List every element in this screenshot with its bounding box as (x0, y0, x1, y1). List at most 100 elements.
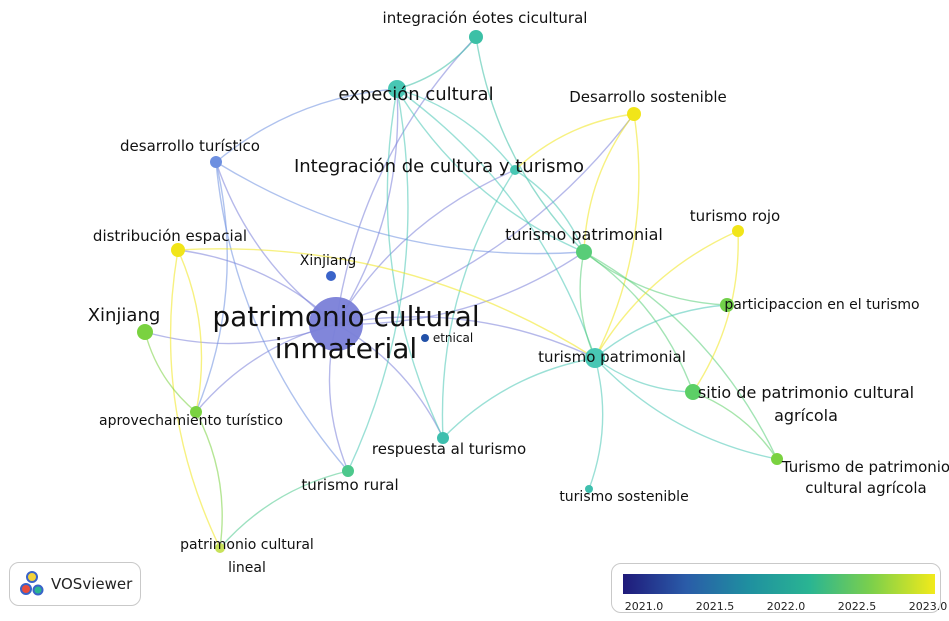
legend-tick: 2023.0 (908, 600, 948, 613)
node-label-line: expeción cultural (338, 84, 493, 105)
node-label: turismo rural (301, 476, 398, 494)
network-link (583, 251, 694, 393)
node-label-line: agrícola (774, 406, 838, 425)
vosviewer-logo-icon (20, 571, 44, 596)
node-label: Xinjiang (88, 305, 161, 326)
network-node[interactable] (309, 297, 363, 351)
node-label-line: integración éotes cicultural (383, 9, 588, 27)
node-label-line: sitio de patrimonio cultural (698, 383, 914, 402)
network-link (514, 113, 635, 171)
vosviewer-logo: VOSviewer (9, 562, 141, 606)
network-link (514, 169, 585, 253)
network-link (386, 88, 444, 439)
network-node[interactable] (326, 271, 336, 281)
node-label-line: Desarrollo sostenible (569, 88, 727, 106)
node-label: distribución espacial (93, 227, 247, 245)
node-label: turismo patrimonial (505, 225, 663, 244)
network-link (195, 411, 223, 549)
node-label-line: patrimonio cultural (180, 537, 314, 553)
node-label-line: turismo patrimonial (505, 225, 663, 244)
network-node[interactable] (720, 298, 734, 312)
network-link (588, 357, 604, 490)
network-link (594, 357, 694, 393)
node-label: turismo patrimonial (538, 348, 686, 366)
network-link (335, 36, 477, 325)
network-node[interactable] (685, 384, 701, 400)
network-node[interactable] (421, 334, 429, 342)
network-link (396, 88, 516, 171)
network-node[interactable] (137, 324, 153, 340)
network-node[interactable] (437, 432, 449, 444)
network-link (335, 88, 399, 325)
node-label: etnical (433, 331, 473, 345)
node-label-line: distribución espacial (93, 227, 247, 245)
network-link (177, 248, 596, 359)
vosviewer-logo-text: VOSviewer (51, 575, 133, 593)
network-link (335, 169, 516, 325)
network-node[interactable] (585, 485, 593, 493)
network-node[interactable] (771, 453, 783, 465)
network-link (195, 161, 228, 413)
network-link (215, 161, 585, 255)
network-link (583, 251, 778, 460)
node-label-line: inmaterial (275, 332, 417, 365)
node-label-line: Integración de cultura y turismo (294, 156, 584, 177)
network-node[interactable] (388, 80, 406, 98)
node-label: desarrollo turístico (120, 137, 260, 155)
node-label: turismo rojo (690, 207, 780, 225)
network-node[interactable] (585, 348, 605, 368)
node-label-line: turismo rojo (690, 207, 780, 225)
node-label-line: etnical (433, 331, 473, 345)
node-label-line: Xinjiang (300, 253, 356, 269)
network-node[interactable] (469, 30, 483, 44)
node-label-line: turismo rural (301, 476, 398, 494)
network-link (347, 88, 409, 472)
network-node[interactable] (510, 165, 520, 175)
node-label: sitio de patrimonio cultural agrícola (698, 383, 914, 425)
node-label-line: patrimonio cultural (212, 300, 479, 333)
legend-tick: 2021.5 (695, 600, 735, 613)
network-node[interactable] (215, 543, 225, 553)
node-label-line: cultural agrícola (805, 479, 926, 497)
network-link (692, 391, 778, 460)
node-label: Desarrollo sostenible (569, 88, 727, 106)
network-link (169, 249, 221, 549)
network-link (594, 230, 739, 359)
network-link (583, 113, 635, 253)
node-label: aprovechamiento turístico (99, 413, 283, 429)
network-link (335, 113, 635, 325)
node-label-line: turismo sostenible (559, 489, 688, 505)
node-label-line: aprovechamiento turístico (99, 413, 283, 429)
network-link (177, 249, 203, 413)
network-link (335, 316, 596, 359)
network-node[interactable] (732, 225, 744, 237)
network-node[interactable] (627, 107, 641, 121)
network-link (215, 88, 398, 163)
network-link (579, 251, 596, 359)
node-label-line: Xinjiang (88, 305, 161, 326)
node-label-line: participaccion en el turismo (724, 297, 919, 313)
network-node[interactable] (171, 243, 185, 257)
legend-color-bar (623, 574, 935, 594)
network-node[interactable] (210, 156, 222, 168)
node-label: Xinjiang (300, 253, 356, 269)
network-link (396, 88, 596, 359)
color-legend: 2021.0 2021.5 2022.0 2022.5 2023.0 (611, 563, 947, 613)
node-label: Integración de cultura y turismo (294, 156, 584, 177)
network-node[interactable] (576, 244, 592, 260)
node-label: integración éotes cicultural (383, 9, 588, 27)
node-label-line: respuesta al turismo (372, 440, 526, 458)
network-link (441, 169, 516, 439)
node-label-line: turismo patrimonial (538, 348, 686, 366)
network-node[interactable] (342, 465, 354, 477)
network-link (594, 113, 640, 359)
network-node[interactable] (190, 406, 202, 418)
network-link (396, 36, 477, 90)
network-link (583, 251, 728, 306)
network-link (335, 251, 585, 325)
